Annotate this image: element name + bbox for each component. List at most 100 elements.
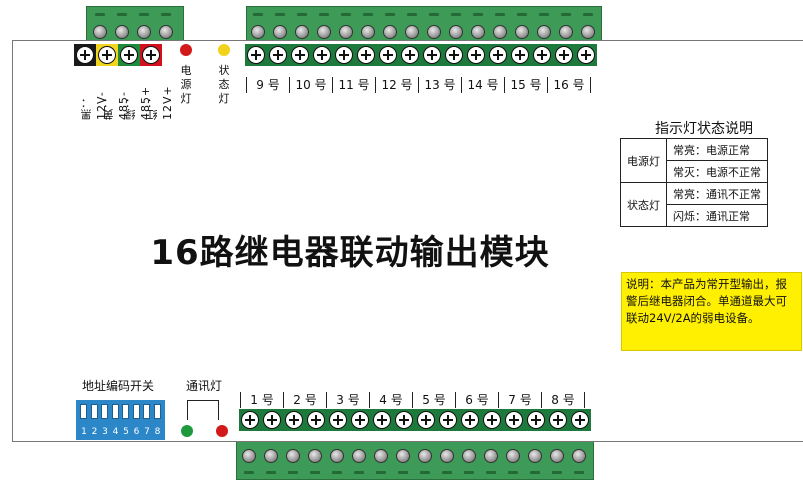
- dip-toggle[interactable]: [111, 404, 119, 419]
- connector-slot: [288, 471, 298, 474]
- dip-toggle[interactable]: [122, 404, 129, 419]
- connector-screw-icon: [339, 25, 353, 39]
- bottom-connector-body: [236, 440, 594, 480]
- dip-toggle[interactable]: [90, 404, 98, 419]
- bottom-terminal[interactable]: [283, 409, 305, 431]
- connector-slot: [253, 13, 263, 16]
- connector-slot: [552, 471, 562, 474]
- module-panel: [12, 40, 803, 442]
- bottom-terminal[interactable]: [349, 409, 371, 431]
- screw-icon: [533, 46, 551, 64]
- dip-toggle[interactable]: [132, 404, 140, 419]
- connector-screw-icon: [484, 449, 498, 463]
- connector-slot: [398, 471, 408, 474]
- screw-icon: [417, 411, 435, 429]
- top-terminal[interactable]: [509, 44, 531, 66]
- terminal-12v-plus[interactable]: [140, 44, 162, 66]
- bottom-terminal[interactable]: [371, 409, 393, 431]
- bottom-terminal[interactable]: [239, 409, 261, 431]
- top-channel-label: 10 号: [289, 77, 333, 93]
- connector-screw-icon: [449, 25, 463, 39]
- terminal-12v-minus[interactable]: [74, 44, 96, 66]
- screw-icon: [483, 411, 501, 429]
- screw-icon: [439, 411, 457, 429]
- bottom-terminal[interactable]: [393, 409, 415, 431]
- bottom-terminal[interactable]: [569, 409, 591, 431]
- dip-number: 7: [144, 427, 150, 437]
- connector-slot: [95, 13, 105, 16]
- connector-screw-icon: [330, 449, 344, 463]
- bottom-terminal[interactable]: [261, 409, 283, 431]
- dip-toggle[interactable]: [143, 404, 150, 419]
- bottom-terminal[interactable]: [503, 409, 525, 431]
- dip-toggle[interactable]: [153, 404, 161, 419]
- terminal-485-plus[interactable]: [118, 44, 140, 66]
- screw-icon: [467, 46, 485, 64]
- top-terminal[interactable]: [245, 44, 267, 66]
- top-terminal[interactable]: [289, 44, 311, 66]
- bottom-terminal[interactable]: [459, 409, 481, 431]
- usage-note: 说明：本产品为常开型输出，报警后继电器闭合。单通道最大可联动24V/2A的弱电设…: [621, 272, 802, 351]
- dip-number: 3: [102, 427, 108, 437]
- dip-toggle[interactable]: [101, 404, 108, 419]
- screw-icon: [263, 411, 281, 429]
- top-terminal[interactable]: [487, 44, 509, 66]
- screw-icon: [505, 411, 523, 429]
- legend-table: 电源灯 常亮：电源正常 常灭：电源不正常 状态灯 常亮：通讯不正常 闪烁：通讯正…: [620, 138, 768, 227]
- bottom-terminal[interactable]: [305, 409, 327, 431]
- connector-slot: [583, 13, 593, 16]
- bottom-terminal[interactable]: [547, 409, 569, 431]
- top-terminal[interactable]: [311, 44, 333, 66]
- bottom-terminal[interactable]: [327, 409, 349, 431]
- module-title: 16路继电器联动输出模块: [150, 233, 550, 273]
- top-terminal[interactable]: [377, 44, 399, 66]
- screw-icon: [401, 46, 419, 64]
- comm-led-bracket: [187, 400, 219, 420]
- connector-screw-icon: [93, 25, 107, 39]
- connector-screw-icon: [440, 449, 454, 463]
- connector-screw-icon: [572, 449, 586, 463]
- top-terminal[interactable]: [333, 44, 355, 66]
- bottom-terminal[interactable]: [481, 409, 503, 431]
- connector-screw-icon: [581, 25, 595, 39]
- connector-slot: [429, 13, 439, 16]
- top-terminal[interactable]: [399, 44, 421, 66]
- top-terminal[interactable]: [443, 44, 465, 66]
- connector-slot: [354, 471, 364, 474]
- bottom-terminal[interactable]: [415, 409, 437, 431]
- top-terminal[interactable]: [575, 44, 597, 66]
- dip-number: 2: [91, 427, 98, 437]
- comm-led-green: [181, 425, 193, 437]
- dip-toggle[interactable]: [80, 404, 87, 419]
- top-terminal[interactable]: [421, 44, 443, 66]
- connector-screw-icon: [427, 25, 441, 39]
- top-terminal[interactable]: [553, 44, 575, 66]
- power-connector-body: [86, 6, 184, 42]
- top-terminal[interactable]: [267, 44, 289, 66]
- top-channel-label: 12 号: [375, 77, 419, 93]
- connector-slot: [117, 13, 127, 16]
- bottom-terminal[interactable]: [525, 409, 547, 431]
- screw-icon: [247, 46, 265, 64]
- top-terminal-row: [245, 44, 597, 66]
- connector-screw-icon: [462, 449, 476, 463]
- bottom-channel-label: 3 号: [326, 392, 370, 408]
- screw-icon: [76, 46, 94, 64]
- top-connector-body: [246, 6, 602, 42]
- bottom-terminal[interactable]: [437, 409, 459, 431]
- top-terminal[interactable]: [355, 44, 377, 66]
- connector-screw-icon: [405, 25, 419, 39]
- top-terminal[interactable]: [531, 44, 553, 66]
- screw-icon: [307, 411, 325, 429]
- screw-icon: [329, 411, 347, 429]
- screw-icon: [241, 411, 259, 429]
- screw-icon: [571, 411, 589, 429]
- connector-slot: [376, 471, 386, 474]
- top-terminal[interactable]: [465, 44, 487, 66]
- bottom-channel-label: 7 号: [498, 392, 542, 408]
- screw-icon: [285, 411, 303, 429]
- connector-slot: [407, 13, 417, 16]
- terminal-485-minus[interactable]: [96, 44, 118, 66]
